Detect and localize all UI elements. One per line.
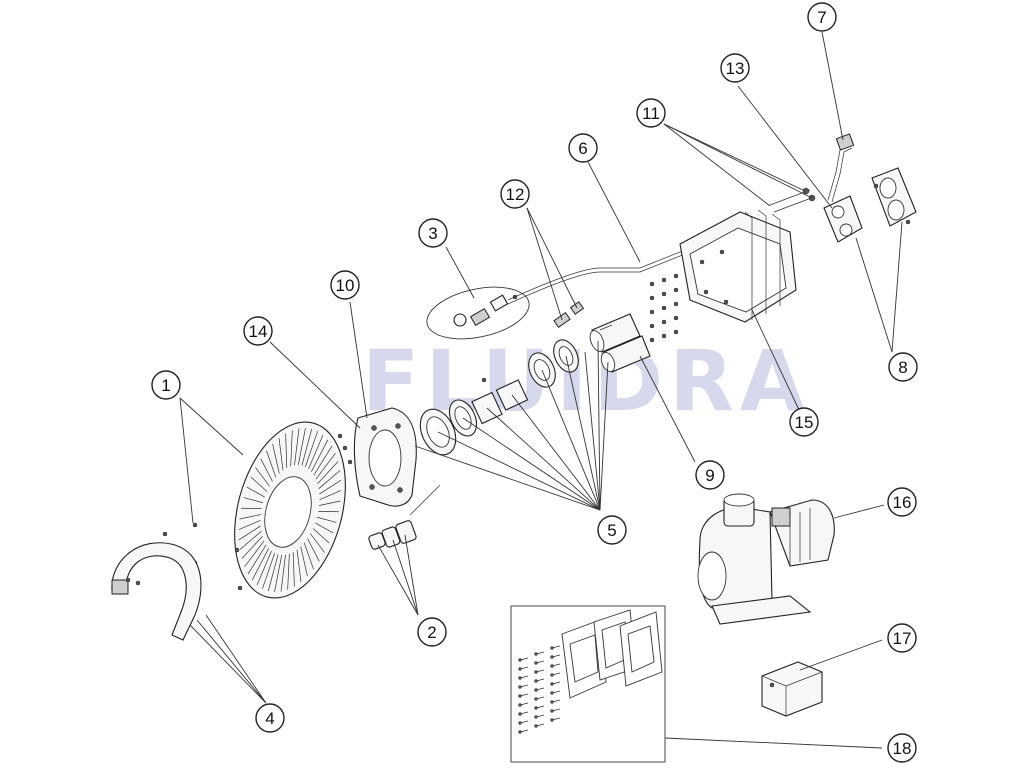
part-air-tube [507,247,691,305]
part-pipe-nipples [589,313,651,373]
part-gasket-kit [510,605,666,763]
part-gasket [823,195,863,243]
svg-text:18: 18 [893,739,912,758]
svg-text:9: 9 [705,466,714,485]
svg-text:10: 10 [336,276,355,295]
part-pump [697,493,835,625]
callout-11: 11 [636,98,666,128]
svg-text:13: 13 [726,59,745,78]
part-jet-housing [649,209,797,343]
part-air-regulator-set [426,286,530,340]
part-front-grille [234,421,346,599]
svg-text:11: 11 [642,104,660,123]
svg-text:2: 2 [427,623,436,642]
svg-text:3: 3 [428,224,437,243]
callout-18: 18 [887,733,917,763]
part-nozzle-fittings [368,484,441,550]
svg-text:16: 16 [893,493,912,512]
part-rear-flange [871,167,917,227]
svg-text:15: 15 [795,413,814,432]
svg-text:6: 6 [578,139,587,158]
part-mounting-plate [337,407,417,507]
svg-text:17: 17 [893,629,912,648]
callout-17: 17 [887,623,917,653]
part-control-box [761,661,823,717]
svg-text:8: 8 [898,358,907,377]
svg-text:7: 7 [817,8,826,27]
callout-3: 3 [418,218,448,248]
callout-14: 14 [243,316,273,346]
callout-7: 7 [807,2,837,32]
callout-13: 13 [720,53,750,83]
leader-lines [179,31,903,749]
part-small-valves [553,301,585,328]
callout-6: 6 [568,133,598,163]
callout-15: 15 [789,407,819,437]
callout-1: 1 [151,370,181,400]
svg-text:4: 4 [265,709,274,728]
callout-2: 2 [417,617,447,647]
svg-text:5: 5 [607,521,616,540]
part-handle-rail [111,542,202,641]
svg-text:12: 12 [506,185,525,204]
callout-8: 8 [888,352,918,382]
part-tube-connector [827,133,855,203]
callout-5: 5 [597,515,627,545]
svg-text:14: 14 [249,322,268,341]
callout-4: 4 [255,703,285,733]
part-tie-rods [769,187,816,213]
part-seal-rings-and-sleeves [419,339,579,456]
callout-10: 10 [330,270,360,300]
callout-16: 16 [887,487,917,517]
svg-text:1: 1 [161,376,170,395]
callout-9: 9 [695,460,725,490]
callout-12: 12 [500,179,530,209]
